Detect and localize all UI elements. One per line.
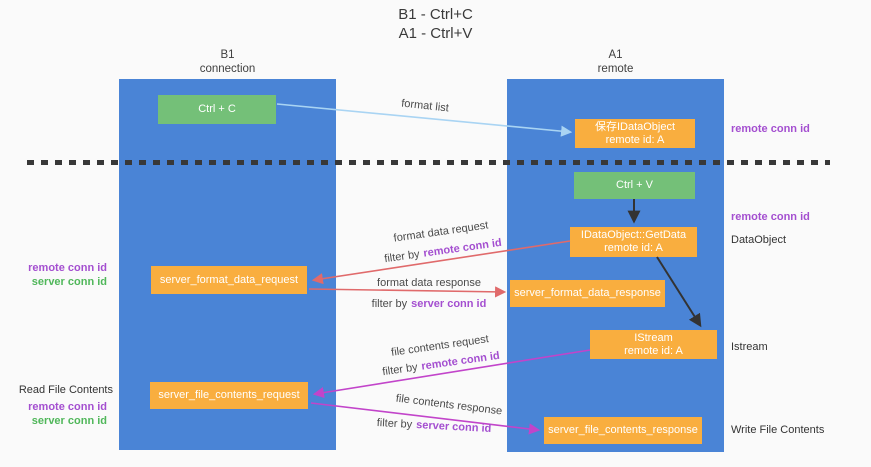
- save-dataobject-box: 保存IDataObject remote id: A: [575, 119, 695, 148]
- istream-box: IStream remote id: A: [590, 330, 717, 359]
- save-dataobject-line1: 保存IDataObject: [594, 120, 676, 133]
- ctrl-v-box: Ctrl + V: [574, 172, 695, 199]
- istream-line1: IStream: [634, 331, 673, 344]
- title-line-2: A1 - Ctrl+V: [398, 25, 473, 42]
- idataobject-getdata-box: IDataObject::GetData remote id: A: [570, 227, 697, 257]
- server-format-data-response-label: server_format_data_response: [514, 287, 661, 299]
- write-file-contents-label: Write File Contents: [731, 424, 825, 436]
- ctrl-v-label: Ctrl + V: [616, 179, 653, 191]
- save-dataobject-line2: remote id: A: [605, 133, 665, 146]
- left-server-conn-id-label: server conn id: [31, 276, 107, 288]
- left-remote-conn-id-label: remote conn id: [28, 262, 107, 274]
- format-list-label: format list: [400, 97, 450, 115]
- dashed-separator: [27, 160, 830, 165]
- left-bottom-remote-conn-id-label: remote conn id: [28, 401, 107, 413]
- istream-side-label: Istream: [731, 341, 768, 353]
- right-top-remote-conn-id-label: remote conn id: [731, 123, 810, 135]
- lane-header-b1: B1 connection: [119, 48, 336, 76]
- lane-b1-name: B1: [220, 49, 235, 61]
- server-format-data-request-label: server_format_data_request: [159, 273, 299, 286]
- istream-line2: remote id: A: [624, 344, 683, 357]
- getdata-line1: IDataObject::GetData: [580, 229, 687, 241]
- ctrl-c-box: Ctrl + C: [158, 95, 276, 124]
- lane-b1-subtitle: connection: [199, 63, 256, 75]
- right-ctrl-v-remote-conn-id-label: remote conn id: [731, 211, 810, 223]
- server-file-contents-request-box: server_file_contents_request: [150, 382, 308, 409]
- diagram-title: B1 - Ctrl+C A1 - Ctrl+V: [0, 5, 871, 43]
- server-file-contents-response-box: server_file_contents_response: [544, 417, 702, 444]
- lane-a1-name: A1: [608, 49, 623, 61]
- server-format-data-response-box: server_format_data_response: [510, 280, 665, 307]
- server-format-data-request-box: server_format_data_request: [151, 266, 307, 294]
- title-line-1: B1 - Ctrl+C: [398, 6, 473, 23]
- lane-header-a1: A1 remote: [507, 48, 724, 76]
- read-file-contents-label: Read File Contents: [18, 384, 113, 396]
- lane-a1-subtitle: remote: [597, 63, 634, 75]
- ctrl-c-label: Ctrl + C: [198, 103, 236, 115]
- dataobject-label: DataObject: [731, 234, 787, 246]
- format-data-response-label: format data response: [377, 277, 481, 289]
- getdata-line2: remote id: A: [604, 242, 663, 254]
- server-file-contents-response-label: server_file_contents_response: [548, 424, 698, 436]
- file-contents-response-label: file contents response: [395, 392, 503, 418]
- left-bottom-server-conn-id-label: server conn id: [31, 415, 107, 427]
- format-data-response-arrow: [308, 286, 507, 298]
- server-file-contents-request-label: server_file_contents_request: [158, 389, 300, 401]
